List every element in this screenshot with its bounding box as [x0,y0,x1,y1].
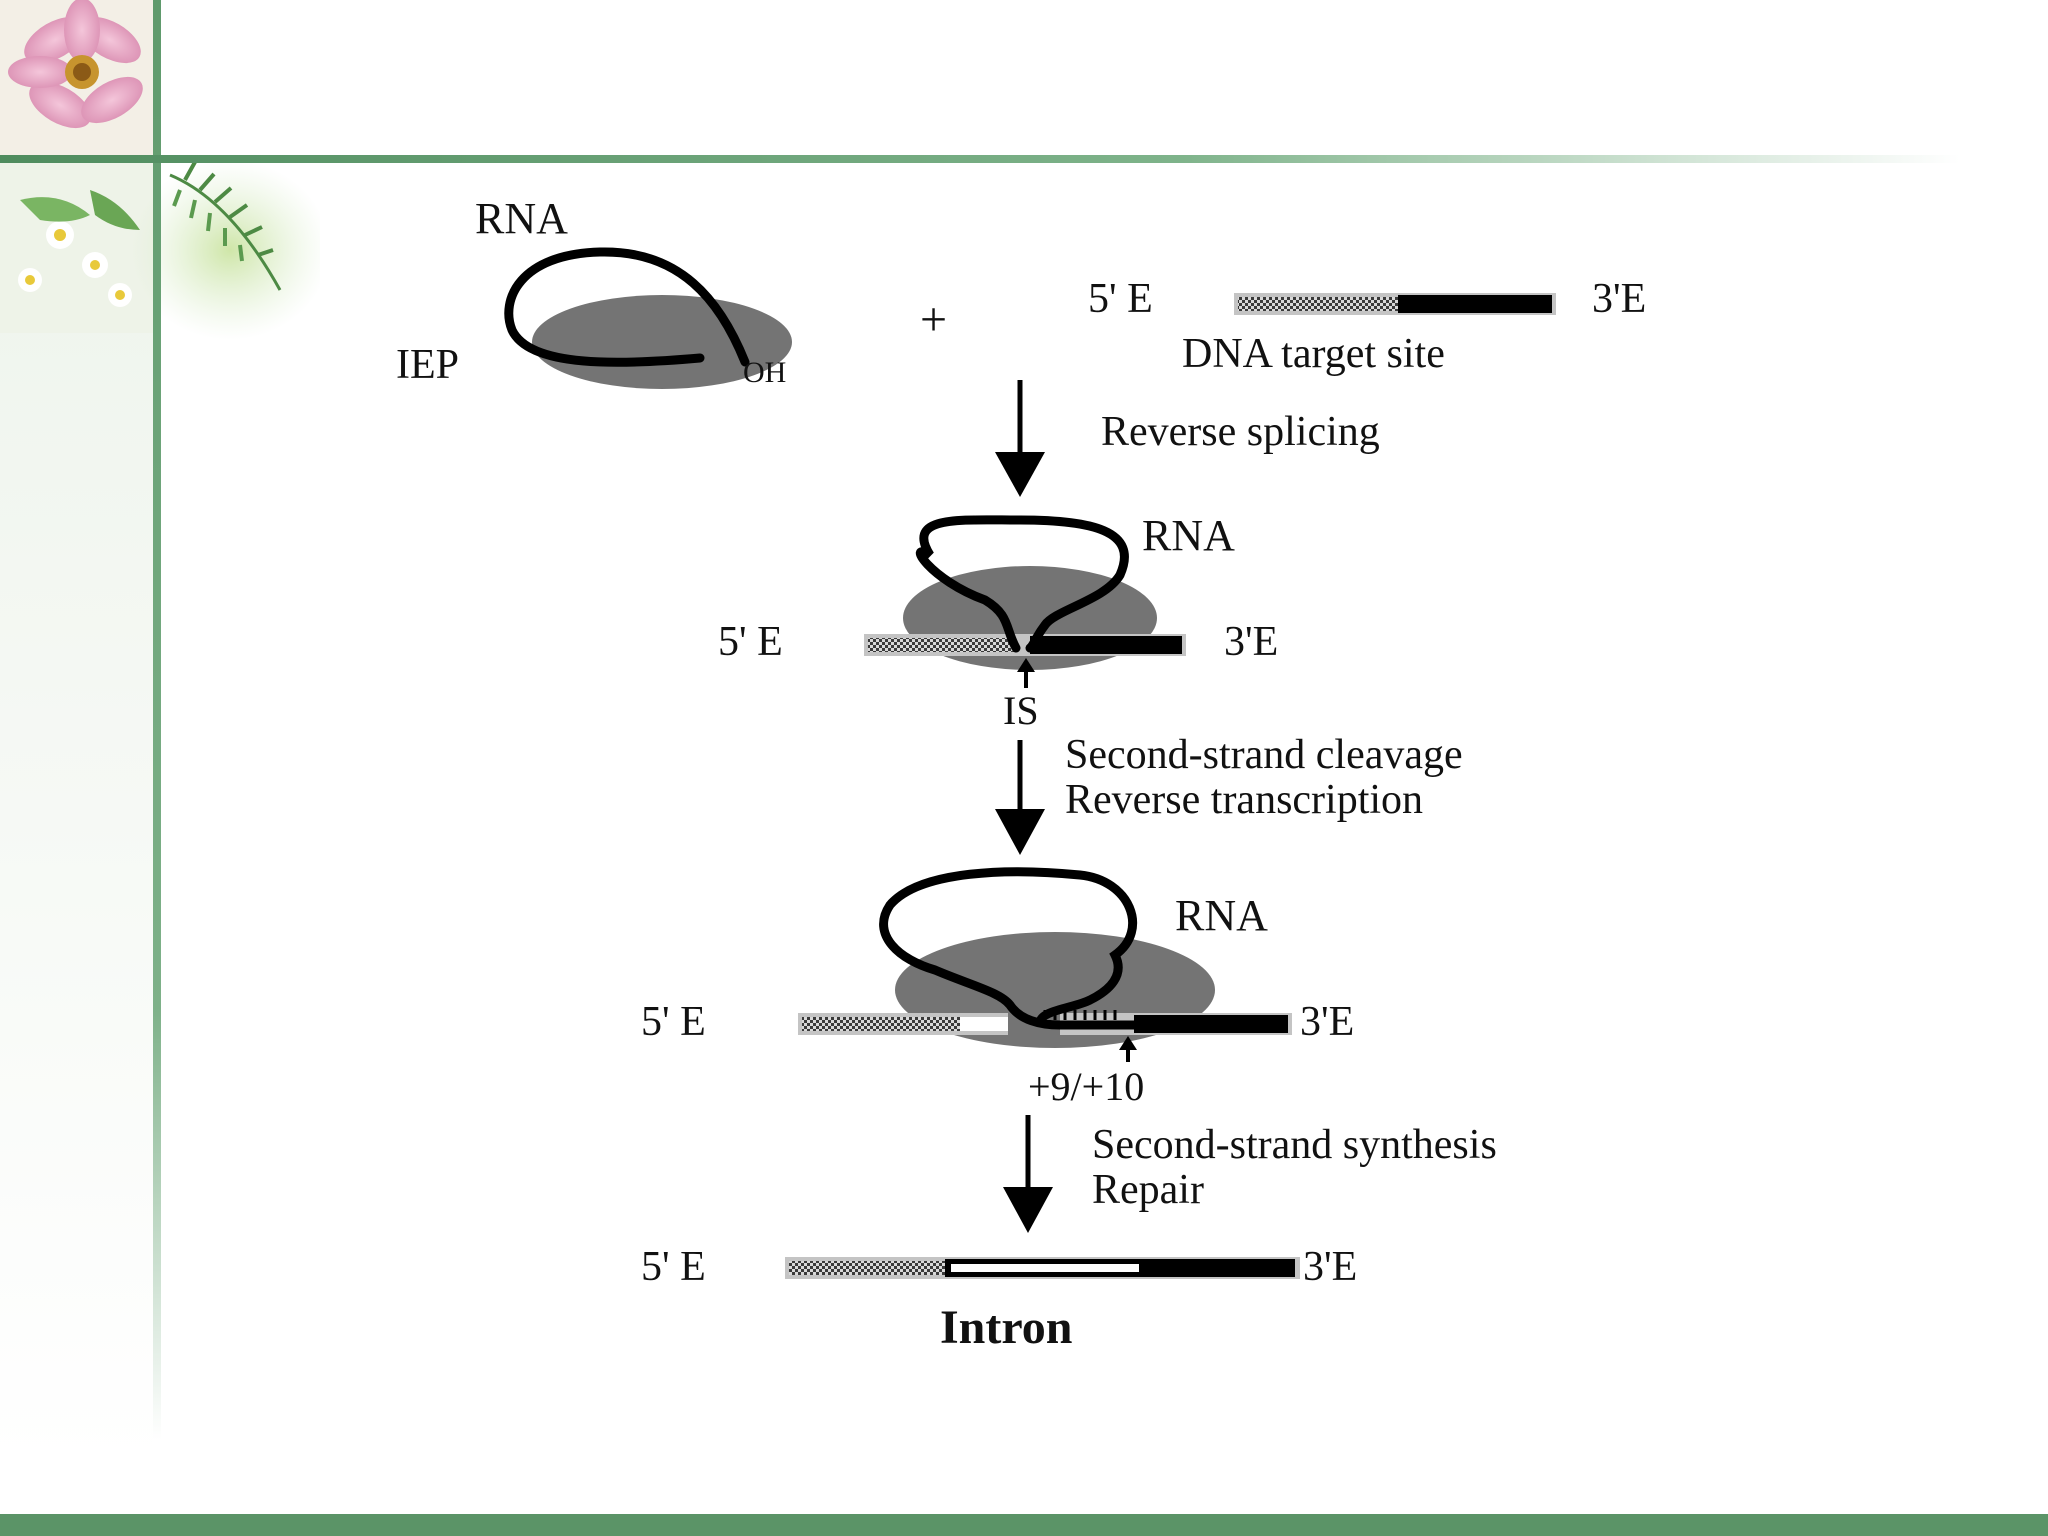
stage3-5prime-exon [802,1017,960,1031]
intron-label: Intron [940,1301,1073,1354]
fern-icon [169,161,282,291]
stage3-3prime-label: 3'E [1300,999,1354,1045]
stage2-5prime-exon [868,638,1016,652]
left-margin-fade [0,163,153,1463]
stage2-5prime-label: 5' E [718,619,783,665]
stage4-5prime-exon [789,1261,945,1275]
is-label: IS [1003,688,1039,733]
stage4-intron-insert [951,1264,1139,1272]
step3-arrow [1003,1115,1053,1233]
step2-arrow [995,740,1045,855]
stage3-5prime-label: 5' E [641,999,706,1045]
reverse-splicing-label: Reverse splicing [1101,409,1380,455]
daisy-icon [18,190,140,307]
flower-decoration [0,0,320,340]
stage4-3prime-label: 3'E [1303,1244,1357,1290]
stage3-cleaved-gap [960,1017,1008,1031]
stage3-3prime-exon [1134,1015,1288,1033]
second-strand-cleavage-label: Second-strand cleavage [1065,732,1463,778]
plus-sign: + [920,293,947,346]
stage1-3prime-label: 3'E [1592,276,1646,322]
stage1-3prime-exon [1398,295,1552,313]
stage1-oh-label: OH [743,356,786,389]
repair-label: Repair [1092,1167,1204,1213]
stage2-group: RNA 5' E 3'E IS [718,511,1278,733]
stage2-3prime-label: 3'E [1224,619,1278,665]
stage1-5prime-label: 5' E [1088,276,1153,322]
second-strand-synthesis-label: Second-strand synthesis [1092,1122,1497,1168]
stage1-5prime-exon [1238,297,1398,311]
stage2-rna-label: RNA [1142,511,1235,560]
vertical-frame-line [153,0,161,1440]
bottom-bar [0,1514,2048,1536]
step1-arrow [995,380,1045,497]
position-pointer-arrow [1119,1036,1137,1050]
stage1-rna-label: RNA [475,194,568,243]
stage3-cdna-ticks [1043,1010,1117,1020]
horizontal-frame-line [0,155,1960,163]
is-pointer-arrow [1017,658,1035,672]
stage1-group: RNA IEP OH + 5' E 3'E DNA target site [396,194,1646,389]
stage3-rna-loop [879,867,1139,1030]
stage2-rna-loop [915,515,1129,653]
stage3-group: RNA 5' E 3'E +9/+10 [641,867,1354,1109]
stage4-group: 5' E 3'E Intron [641,1244,1357,1354]
stage4-3prime-exon [1145,1259,1295,1277]
stage4-5prime-label: 5' E [641,1244,706,1290]
position-label: +9/+10 [1028,1064,1144,1109]
stage1-rna-loop [504,247,750,367]
stage1-iep-label: IEP [396,342,459,388]
stage2-3prime-exon [1030,636,1182,654]
stage3-rna-label: RNA [1175,891,1268,940]
pink-flower-icon [8,0,143,129]
dna-target-site-label: DNA target site [1182,331,1445,377]
reverse-transcription-label: Reverse transcription [1065,777,1423,823]
